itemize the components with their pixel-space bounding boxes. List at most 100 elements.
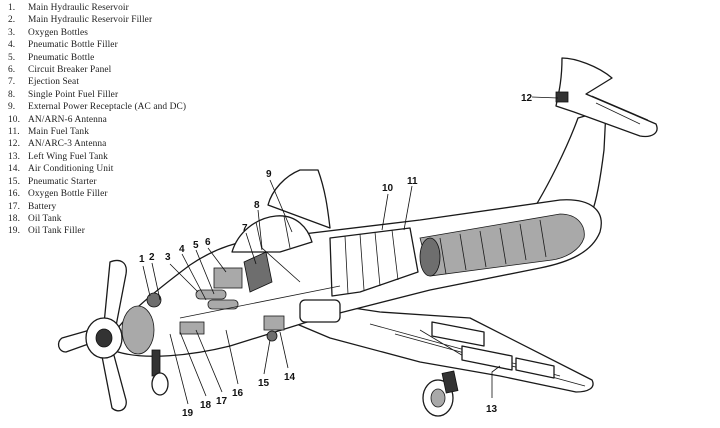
legend-number: 1. — [8, 3, 16, 13]
legend-item-3: 3. Oxygen Bottles — [8, 27, 186, 39]
legend-item-11: 11.Main Fuel Tank — [8, 126, 186, 138]
propeller-blade-top — [103, 259, 127, 327]
leader-line-17 — [195, 329, 223, 393]
fuel-tank-ribs — [344, 229, 399, 295]
callout-8: 8 — [254, 200, 260, 211]
legend-number: 19. — [8, 226, 21, 237]
legend-label: Main Hydraulic Reservoir — [28, 3, 129, 13]
callout-11: 11 — [407, 176, 418, 187]
propeller-blade-bottom — [99, 345, 127, 412]
legend-item-6: 6. Circuit Breaker Panel — [8, 64, 186, 76]
legend-label: Oil Tank Filler — [28, 226, 85, 237]
legend-label: Pneumatic Bottle Filler — [28, 40, 118, 51]
main-hydraulic-reservoir — [146, 292, 162, 308]
main-fuel-tank — [329, 227, 419, 297]
legend-item-2: 2.Main Hydraulic Reservoir Filler — [8, 14, 186, 26]
legend-item-15: 15. Pneumatic Starter — [8, 176, 186, 188]
leader-line-15 — [263, 339, 271, 375]
callout-6: 6 — [205, 237, 211, 248]
legend-label: Pneumatic Starter — [28, 176, 97, 187]
legend-item-17: 17.Battery — [8, 201, 186, 213]
leader-line-10 — [381, 193, 389, 231]
legend-number: 6. — [8, 65, 16, 76]
callout-7: 7 — [242, 223, 248, 234]
circuit-breaker-panel — [213, 267, 243, 289]
canopy-frame — [255, 215, 291, 251]
legend-item-7: 7.Ejection Seat — [8, 76, 186, 88]
leader-line-19 — [169, 333, 189, 405]
leader-line-1 — [142, 265, 151, 297]
callout-1: 1 — [139, 254, 145, 265]
legend-item-12: 12. AN/ARC-3 Antenna — [8, 138, 186, 150]
legend-number: 7. — [8, 77, 16, 88]
legend-item-16: 16. Oxygen Bottle Filler — [8, 188, 186, 200]
legend-item-13: 13.Left Wing Fuel Tank — [8, 151, 186, 163]
callout-13: 13 — [486, 404, 498, 415]
callout-12: 12 — [521, 93, 533, 104]
leader-line-3 — [169, 263, 199, 293]
leader-line-8 — [257, 209, 301, 283]
legend-number: 2. — [8, 15, 16, 26]
callout-10: 10 — [382, 183, 394, 194]
nose-gear-strut — [151, 349, 161, 377]
leader-line-6 — [207, 247, 227, 273]
engine — [419, 213, 585, 277]
callout-14: 14 — [284, 372, 296, 383]
horizontal-stabilizer — [555, 57, 658, 138]
air-conditioning-unit — [263, 315, 285, 331]
leader-line-5 — [195, 249, 215, 295]
legend-label: AN/ARN-6 Antenna — [28, 114, 107, 125]
air-duct — [299, 299, 341, 323]
arc3-antenna-housing — [555, 91, 569, 103]
legend-label: Air Conditioning Unit — [28, 164, 114, 175]
engine-intake — [419, 237, 441, 277]
legend-number: 18. — [8, 213, 21, 224]
legend-item-8: 8. Single Point Fuel Filler — [8, 89, 186, 101]
legend-label: Pneumatic Bottle — [28, 52, 95, 63]
component-legend: 1. Main Hydraulic Reservoir 2.Main Hydrau… — [8, 2, 186, 238]
legend-number: 15. — [8, 176, 21, 187]
legend-label: Main Fuel Tank — [28, 127, 89, 138]
stabilizer-hinge-line — [591, 95, 649, 125]
legend-item-19: 19. Oil Tank Filler — [8, 225, 186, 237]
legend-label: Circuit Breaker Panel — [28, 65, 112, 76]
callout-9: 9 — [266, 169, 272, 180]
legend-number: 10. — [8, 114, 21, 125]
leader-line-12 — [531, 96, 559, 99]
legend-item-5: 5. Pneumatic Bottle — [8, 52, 186, 64]
callout-18: 18 — [200, 400, 212, 411]
legend-label: Battery — [28, 201, 57, 212]
callout-16: 16 — [232, 388, 244, 399]
legend-item-14: 14. Air Conditioning Unit — [8, 163, 186, 175]
leader-line-9 — [269, 179, 293, 233]
legend-number: 3. — [8, 27, 16, 38]
leader-line-14 — [279, 331, 289, 369]
leader-line-11 — [403, 185, 413, 231]
legend-label: Oxygen Bottle Filler — [28, 189, 108, 200]
leader-line-2 — [151, 262, 161, 301]
wing-tank-panel — [461, 345, 513, 371]
legend-label: External Power Receptacle (AC and DC) — [28, 102, 187, 113]
legend-item-9: 9.External Power Receptacle (AC and DC) — [8, 101, 186, 113]
leader-line-18 — [179, 331, 207, 397]
legend-number: 8. — [8, 89, 16, 100]
leader-line-13 — [491, 365, 501, 398]
legend-item-10: 10. AN/ARN-6 Antenna — [8, 114, 186, 126]
legend-label: Single Point Fuel Filler — [28, 89, 119, 100]
legend-label: Oil Tank — [28, 213, 62, 224]
legend-number: 5. — [8, 52, 16, 63]
leader-line-16 — [225, 329, 239, 385]
legend-number: 12. — [8, 139, 21, 150]
battery — [179, 321, 205, 335]
nose-gearbox — [121, 305, 155, 355]
legend-item-1: 1. Main Hydraulic Reservoir — [8, 2, 186, 14]
legend-label: AN/ARC-3 Antenna — [28, 139, 107, 150]
legend-number: 16. — [8, 189, 21, 200]
legend-label: Oxygen Bottles — [28, 27, 88, 38]
legend-item-18: 18. Oil Tank — [8, 213, 186, 225]
canopy — [231, 215, 313, 253]
callout-17: 17 — [216, 396, 228, 407]
legend-number: 14. — [8, 164, 21, 175]
main-gear-strut — [441, 370, 459, 394]
